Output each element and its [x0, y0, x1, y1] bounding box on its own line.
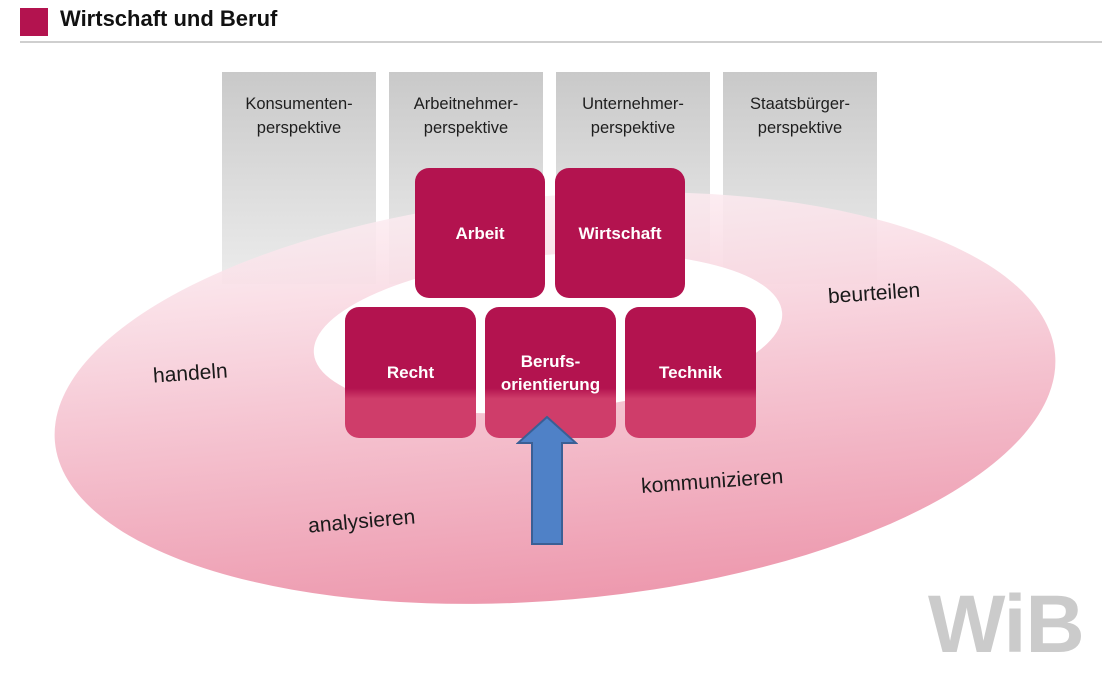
- header-divider: [20, 41, 1102, 43]
- up-arrow-icon: [516, 415, 578, 545]
- page-title: Wirtschaft und Beruf: [60, 6, 278, 31]
- perspective-label: Unternehmer- perspektive: [582, 95, 684, 137]
- block-recht: Recht: [345, 307, 476, 438]
- block-berufsorientierung: Berufs- orientierung: [485, 307, 616, 438]
- block-arbeit: Arbeit: [415, 168, 545, 298]
- block-wirtschaft: Wirtschaft: [555, 168, 685, 298]
- perspective-label: Staatsbürger- perspektive: [750, 95, 850, 137]
- perspective-label: Arbeitnehmer- perspektive: [413, 95, 519, 137]
- header-color-swatch: [20, 8, 48, 36]
- perspective-label: Konsumenten- perspektive: [245, 95, 353, 137]
- header: Wirtschaft und Beruf: [0, 0, 1104, 46]
- block-technik: Technik: [625, 307, 756, 438]
- wib-logo: WiB: [928, 579, 1085, 670]
